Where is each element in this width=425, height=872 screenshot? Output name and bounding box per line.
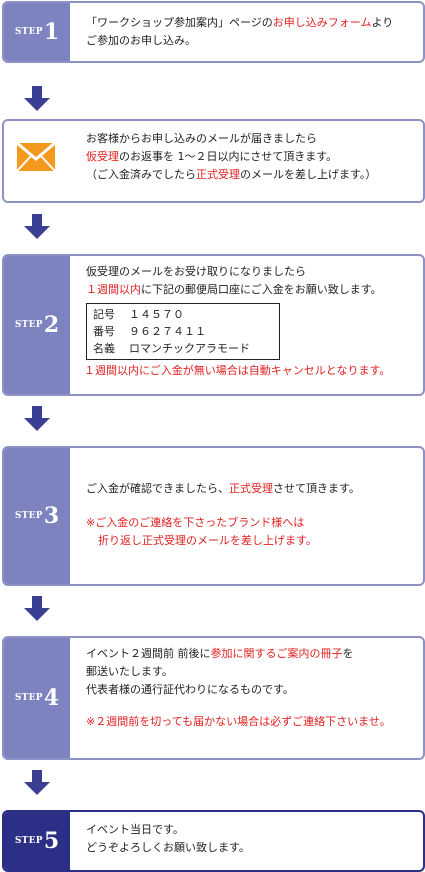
step1-text: 「ワークショップ参加案内」ページのお申し込みフォームより ご参加のお申し込み。 <box>86 14 419 50</box>
provisional-highlight: 仮受理 <box>86 150 119 163</box>
step-word: STEP <box>14 693 43 703</box>
step-number: 5 <box>43 828 60 854</box>
down-arrow-icon <box>24 214 50 239</box>
step4-line1-end: を <box>342 647 354 660</box>
booklet-highlight: 参加に関するご案内の冊子 <box>210 647 343 660</box>
step1-line1-end: より <box>371 16 394 29</box>
step2-line2-end: に下記の郵便局口座にご入金をお願い致します。 <box>141 283 382 296</box>
step-number: 4 <box>43 685 60 711</box>
step3-line1-start: ご入金が確認できましたら、 <box>86 482 229 495</box>
step5-text: イベント当日です。 どうぞよろしくお願い致します。 <box>86 821 419 857</box>
mail-line3-end: のメールを差し上げます。） <box>240 168 377 181</box>
mail-line3: （ご入金済みでしたら正式受理のメールを差し上げます。） <box>86 166 419 184</box>
step1-line1: 「ワークショップ参加案内」ページのお申し込みフォームより <box>86 14 419 32</box>
account-row: 番号 ９６２７４１１ <box>93 323 273 340</box>
step-word: STEP <box>14 511 43 521</box>
step-word: STEP <box>14 320 43 330</box>
account-value: ９６２７４１１ <box>129 325 206 338</box>
step4-line1-start: イベント２週間前 前後に <box>86 647 211 660</box>
step1-line1-start: 「ワークショップ参加案内」ページの <box>86 16 273 29</box>
step3-text: ご入金が確認できましたら、正式受理させて頂きます。 ※ご入金のご連絡を下さったブ… <box>86 480 419 550</box>
one-week-highlight: １週間以内 <box>86 283 141 296</box>
step2-text: 仮受理のメールをお受け取りになりましたら １週間以内に下記の郵便局口座にご入金を… <box>84 263 419 380</box>
down-arrow-icon <box>24 406 50 431</box>
account-info-box: 記号 １４５７０ 番号 ９６２７４１１ 名義 ロマンチックアラモード <box>86 303 280 360</box>
step5-line1: イベント当日です。 <box>86 823 184 836</box>
step4-text: イベント２週間前 前後に参加に関するご案内の冊子を 郵送いたします。 代表者様の… <box>86 645 419 731</box>
account-label: 名義 <box>93 342 115 355</box>
account-row: 名義 ロマンチックアラモード <box>93 340 273 357</box>
step1-line2: ご参加のお申し込み。 <box>86 34 196 47</box>
spacer <box>86 498 419 514</box>
auto-cancel-note: １週間以内にご入金が無い場合は自動キャンセルとなります。 <box>84 364 391 377</box>
spacer <box>86 699 419 713</box>
account-row: 記号 １４５７０ <box>93 306 273 323</box>
mail-line3-start: （ご入金済みでしたら <box>86 168 196 181</box>
step3-note1: ※ご入金のご連絡を下さったブランド様へは <box>86 516 305 529</box>
step3-line1: ご入金が確認できましたら、正式受理させて頂きます。 <box>86 480 419 498</box>
mail-icon-panel <box>4 121 70 201</box>
step4-line3: 代表者様の通行証代わりになるものです。 <box>86 683 294 696</box>
step3-line1-end: させて頂きます。 <box>273 482 360 495</box>
account-label: 記号 <box>93 308 115 321</box>
mail-box: お客様からお申し込みのメールが届きましたら 仮受理のお返事を 1～２日以内にさせ… <box>2 119 425 203</box>
step4-line2: 郵送いたします。 <box>86 665 173 678</box>
envelope-icon <box>16 142 56 172</box>
step2-line2: １週間以内に下記の郵便局口座にご入金をお願い致します。 <box>86 281 419 299</box>
step-number: 2 <box>43 312 60 338</box>
step5-line2: どうぞよろしくお願い致します。 <box>86 841 250 854</box>
mail-line1: お客様からお申し込みのメールが届きましたら <box>86 132 317 145</box>
step-word: STEP <box>14 27 43 37</box>
account-label: 番号 <box>93 325 115 338</box>
down-arrow-icon <box>24 86 50 111</box>
down-arrow-icon <box>24 770 50 795</box>
account-value: ロマンチックアラモード <box>129 342 250 355</box>
mail-line2-end: のお返事を 1～２日以内にさせて頂きます。 <box>119 150 338 163</box>
apply-form-highlight: お申し込みフォーム <box>272 16 372 29</box>
account-value: １４５７０ <box>129 308 184 321</box>
official-highlight: 正式受理 <box>196 168 240 181</box>
step3-note2: 折り返し正式受理のメールを差し上げます。 <box>98 534 317 547</box>
step-number: 1 <box>43 19 60 45</box>
mail-line2: 仮受理のお返事を 1～２日以内にさせて頂きます。 <box>86 148 419 166</box>
step4-line1: イベント２週間前 前後に参加に関するご案内の冊子を <box>86 645 419 663</box>
mail-text: お客様からお申し込みのメールが届きましたら 仮受理のお返事を 1～２日以内にさせ… <box>86 130 419 184</box>
official-highlight: 正式受理 <box>229 482 273 495</box>
down-arrow-icon <box>24 596 50 621</box>
step-word: STEP <box>14 836 43 846</box>
step2-line1: 仮受理のメールをお受け取りになりましたら <box>86 265 306 278</box>
step-number: 3 <box>43 503 60 529</box>
step4-note: ※２週間前を切っても届かない場合は必ずご連絡下さいませ。 <box>86 715 391 728</box>
